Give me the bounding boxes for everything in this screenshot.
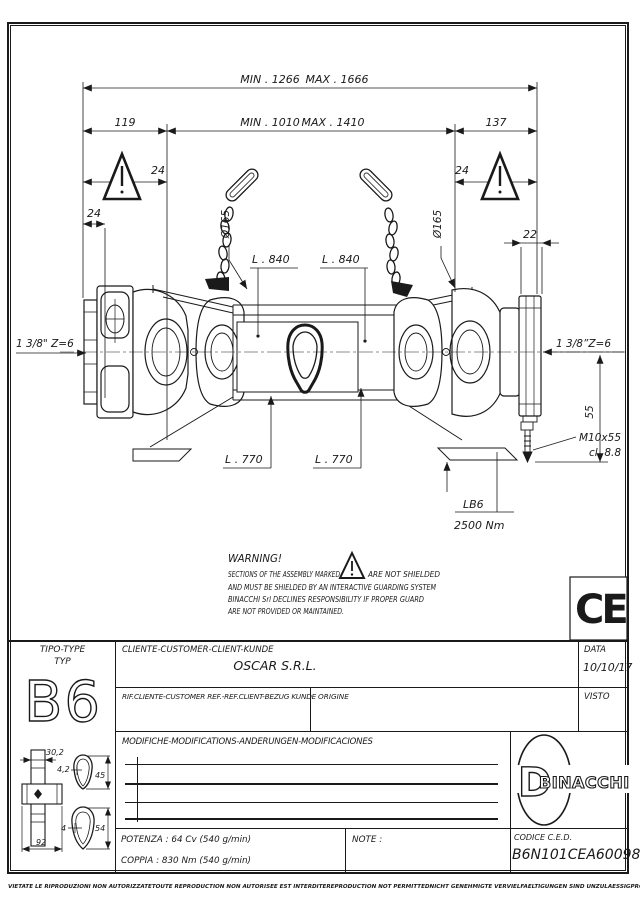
journal-length-dim: 92 [36,838,46,847]
journal-cross-drawing [20,749,112,853]
spline-right-label: 1 3/8”Z=6 [556,338,611,350]
dim-inner-max: MAX . 1410 [301,116,364,129]
dim-dia-right: Ø165 [432,210,444,240]
dim-overall-max: MAX . 1666 [305,73,368,86]
ce-mark: CE [575,587,626,633]
lemon-profile [286,323,324,394]
reproduction-notices: VIETATE LE RIPRODUZIONI NON AUTORIZZATE … [8,884,640,890]
sheet-frame [7,22,629,874]
code-value: B6N101CEA60098 [512,847,640,863]
notice-en: REPRODUCTION NOT PERMITTED [326,884,430,890]
binacchi-logo: D BINACCHI [513,734,630,826]
power-value: 64 Cv (540 g/min) [171,835,252,845]
type-code-large: B6 [24,670,102,735]
binacchi-logo-text: BINACCHI [539,773,630,792]
profile2-size: 54 [95,824,105,833]
warning-note: WARNING! SECTIONS OF THE ASSEMBLY MARKED… [227,552,440,616]
title-block-vline-2 [310,688,311,731]
profile1-size: 45 [95,771,105,780]
mod-line-2 [125,783,498,785]
left-guard-cone [132,285,234,462]
mod-line-4 [125,818,498,820]
torque-row: COPPIA : 830 Nm (540 g/min) [121,856,251,866]
right-safety-chain [359,168,413,297]
type-label: TIPO-TYPE [39,645,86,655]
dim-right-offset: 137 [486,116,507,129]
date-value: 10/10/17 [583,661,633,674]
mod-line-3 [125,802,498,803]
ref-label: RIF.CLIENTE-CUSTOMER REF.-REF.CLIENT-BEZ… [122,692,317,701]
client-value: OSCAR S.R.L. [233,658,317,673]
dim-inner-min: MIN . 1010 [240,116,299,129]
left-hub [83,285,134,419]
warning-line3: BINACCHI Srl DECLINES RESPONSIBILITY IF … [228,594,424,604]
title-block-vline-1 [115,642,116,873]
dim-24-left-outer: 24 [151,164,165,177]
notice-fr: TOUTE REPRODUCTION NON AUTORISEE EST INT… [151,884,327,890]
code-label: CODICE C.E.D. [514,833,573,842]
title-block-hline-2 [115,731,627,732]
dim-overall-min: MIN . 1266 [240,73,299,86]
date-label: DATA [584,645,606,655]
warning-triangle-inline [338,550,366,579]
center-tube [232,304,397,401]
warning-triangle-left [102,150,142,201]
bolt-spec-label: M10x55 [579,432,621,444]
title-block-hline-3 [115,828,627,829]
notice-de: NICHT GENEHMIGTE VERVIELFAELTIGUNGEN SIN… [429,884,631,890]
dim-55: 55 [584,405,596,419]
origin-label: ORIGINE [318,692,349,701]
mod-line-1 [125,764,498,765]
shear-bolt [520,421,534,464]
notice-it: VIETATE LE RIPRODUZIONI NON AUTORIZZATE [8,884,152,890]
shear-code-label: LB6 [463,498,484,511]
title-block-top-border [9,640,627,642]
sheet-frame-inner [10,25,626,871]
right-joint [393,288,505,417]
warning-line1b: ARE NOT SHIELDED [367,569,440,579]
type-label-2: TYP [54,657,71,667]
dim-770-right: L . 770 [315,453,353,466]
warning-line4: ARE NOT PROVIDED OR MAINTAINED. [227,606,344,616]
dim-840-left: L . 840 [252,253,290,266]
binacchi-logo-initial: D [518,760,551,806]
title-block-hline-1 [115,687,627,688]
torque-value: 830 Nm (540 g/min) [161,856,251,866]
title-block-vline-5 [345,829,346,873]
dim-24-left-inner: 24 [87,207,101,220]
title-block-vline-3 [578,642,579,731]
power-label: POTENZA : [121,835,169,845]
mod-vtick [137,757,138,822]
right-flange [499,295,542,464]
warning-title: WARNING! [228,552,282,565]
title-block-vline-4 [510,732,511,873]
warning-triangle-right [480,150,520,201]
note-label: NOTE : [352,835,383,845]
bolt-class-label: cl. 8.8 [589,447,621,459]
notice-es: PROHIBIDA LA REPRODUCCION NO AUTORIZADA [630,884,640,890]
journal-width-dim: 30,2 [46,748,64,757]
modifications-label: MODIFICHE-MODIFICATIONS-ANDERUNGEN-MODIF… [122,737,373,747]
power-row: POTENZA : 64 Cv (540 g/min) [121,835,251,845]
warning-line2: AND MUST BE SHIELDED BY AN INTERACTIVE G… [227,582,436,592]
dim-dia-left: Ø165 [220,210,232,240]
profile2-thickness: 4 [61,824,66,833]
left-safety-chain [205,168,259,291]
profile1-thickness: 4,2 [57,765,70,774]
torque-label: COPPIA : [121,856,160,866]
dim-22: 22 [523,228,537,241]
client-label: CLIENTE-CUSTOMER-CLIENT-KUNDE [122,645,274,655]
shear-torque-label: 2500 Nm [454,519,504,532]
dim-770-left: L . 770 [225,453,263,466]
dimension-lines [16,82,624,513]
dim-left-offset: 119 [115,116,136,129]
warning-line1a: SECTIONS OF THE ASSEMBLY MARKED [228,569,340,579]
approved-label: VISTO [584,692,610,702]
dim-840-right: L . 840 [322,253,360,266]
dim-24-right: 24 [455,164,469,177]
shaft-assembly [83,168,542,492]
ce-mark-box: CE [569,576,629,641]
spline-left-label: 1 3/8" Z=6 [16,338,74,350]
